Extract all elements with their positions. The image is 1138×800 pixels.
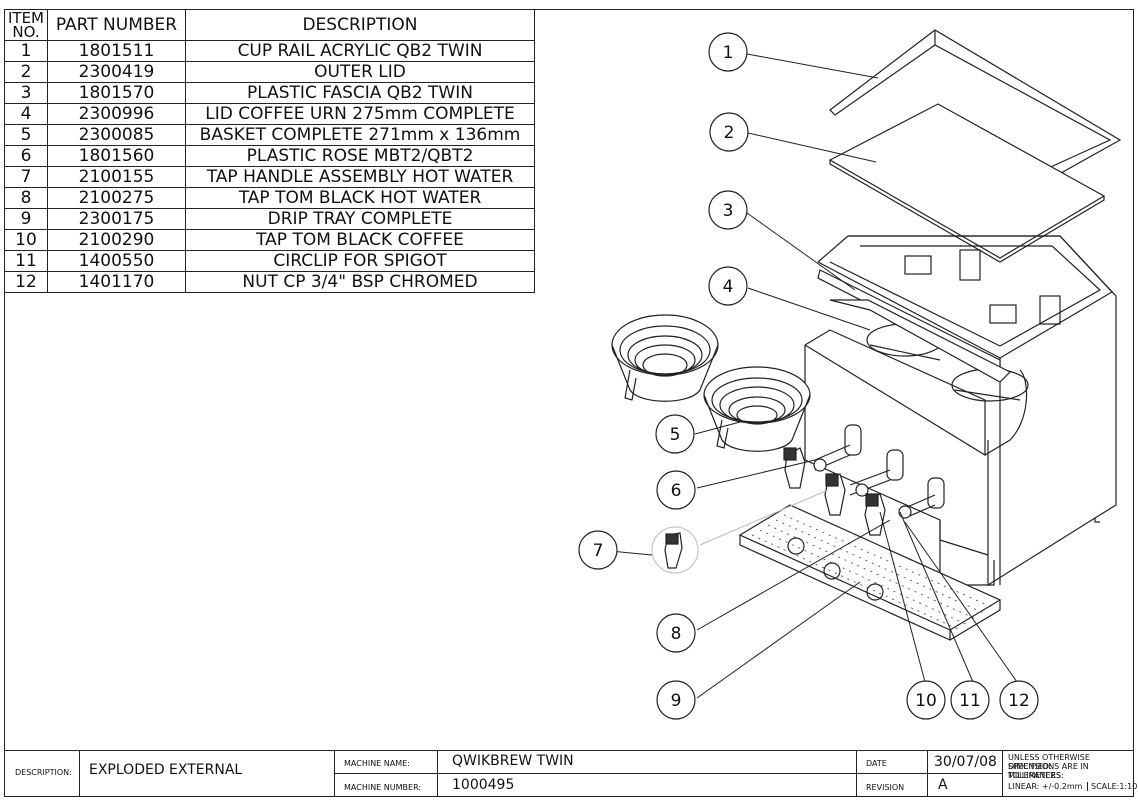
- date-value-cell: 30/07/08: [927, 750, 1003, 774]
- description-label-cell: DESCRIPTION:: [4, 750, 80, 797]
- callout-label-7: 7: [593, 541, 604, 561]
- part-number-header: PART NUMBER: [47, 9, 186, 41]
- callout-label-5: 5: [670, 425, 681, 445]
- spigot-assembly: [813, 424, 945, 519]
- part-number-cell: 1401170: [47, 271, 186, 293]
- description-cell: TAP HANDLE ASSEMBLY HOT WATER: [185, 166, 535, 188]
- revision-label: REVISION: [866, 783, 905, 792]
- item-no-cell: 12: [4, 271, 48, 293]
- callout-label-3: 3: [723, 201, 734, 221]
- item-no-header: ITEM NO.: [4, 9, 48, 41]
- part-number-cell: 1801560: [47, 145, 186, 167]
- revision-label-cell: REVISION: [856, 773, 928, 797]
- callout-8: [656, 613, 696, 653]
- callout-label-6: 6: [671, 481, 682, 501]
- item-no-cell: 11: [4, 250, 48, 272]
- callout-4: [708, 266, 748, 306]
- callout-7: [578, 530, 618, 570]
- description-cell: PLASTIC ROSE MBT2/QBT2: [185, 145, 535, 167]
- machine-name-label-cell: MACHINE NAME:: [334, 750, 438, 774]
- description-header: DESCRIPTION: [185, 9, 535, 41]
- tolerance-notes-cell: UNLESS OTHERWISE SPECIFIED: DIMENSIONS A…: [1002, 750, 1137, 797]
- description-cell: LID COFFEE URN 275mm COMPLETE: [185, 103, 535, 125]
- tap-handle-part: [651, 526, 699, 574]
- callout-label-12: 12: [1008, 691, 1030, 711]
- leader-lines: [599, 53, 1018, 699]
- description-cell: CIRCLIP FOR SPIGOT: [185, 250, 535, 272]
- outer-lid-part: [828, 103, 1106, 263]
- callout-6: [656, 470, 696, 510]
- description-label: DESCRIPTION:: [15, 768, 72, 777]
- callout-3: [708, 190, 748, 230]
- description-cell: NUT CP 3/4" BSP CHROMED: [185, 271, 535, 293]
- date-label: DATE: [866, 759, 887, 768]
- callout-balloons: [578, 32, 1039, 720]
- revision-value-cell: A: [927, 773, 1003, 797]
- callout-11: [950, 680, 990, 720]
- machine-name-label: MACHINE NAME:: [344, 759, 410, 768]
- notes-line-2: DIMENSIONS ARE IN MILLIMETERS: [1008, 762, 1089, 780]
- taps: [783, 447, 886, 536]
- notes-line-3: TOLERANCES:: [1008, 771, 1064, 780]
- callout-label-8: 8: [671, 624, 682, 644]
- callout-label-10: 10: [915, 691, 937, 711]
- description-cell: PLASTIC FASCIA QB2 TWIN: [185, 82, 535, 104]
- machine-number-label-cell: MACHINE NUMBER:: [334, 773, 438, 797]
- part-number-cell: 2100155: [47, 166, 186, 188]
- callout-label-4: 4: [723, 277, 734, 297]
- bom-header-row: ITEM NO. PART NUMBER DESCRIPTION: [4, 9, 535, 41]
- part-number-cell: 2100275: [47, 187, 186, 209]
- machine-number-value: 1000495: [452, 777, 515, 793]
- callout-label-1: 1: [723, 43, 734, 63]
- callout-1: [708, 32, 748, 72]
- revision-value: A: [938, 777, 948, 793]
- description-value-cell: EXPLODED EXTERNAL: [79, 750, 335, 797]
- baskets-part: [611, 314, 811, 452]
- callout-9: [656, 680, 696, 720]
- callout-5: [655, 414, 695, 454]
- callout-label-2: 2: [724, 123, 735, 143]
- machine-number-label: MACHINE NUMBER:: [344, 783, 422, 792]
- description-cell: CUP RAIL ACRYLIC QB2 TWIN: [185, 40, 535, 62]
- callout-label-11: 11: [959, 691, 981, 711]
- part-number-cell: 2300085: [47, 124, 186, 146]
- part-number-cell: 1801511: [47, 40, 186, 62]
- machine-name-value: QWIKBREW TWIN: [452, 753, 574, 769]
- callout-10: [906, 680, 946, 720]
- title-block: DESCRIPTION: EXPLODED EXTERNAL MACHINE N…: [4, 750, 1137, 797]
- callout-12: [999, 680, 1039, 720]
- linear-tolerance: LINEAR: +/-0.2mm: [1008, 782, 1083, 791]
- callout-2: [709, 112, 749, 152]
- date-value: 30/07/08: [934, 754, 997, 770]
- description-cell: DRIP TRAY COMPLETE: [185, 208, 535, 230]
- description-cell: OUTER LID: [185, 61, 535, 83]
- item-no-cell: 10: [4, 229, 48, 251]
- scale: SCALE:1:10: [1087, 782, 1137, 791]
- machine-number-value-cell: 1000495: [437, 773, 857, 797]
- date-label-cell: DATE: [856, 750, 928, 774]
- description-value: EXPLODED EXTERNAL: [89, 762, 243, 778]
- machine-name-value-cell: QWIKBREW TWIN: [437, 750, 857, 774]
- plastic-fascia-part: [829, 299, 1012, 383]
- notes-line-1: UNLESS OTHERWISE SPECIFIED:: [1008, 753, 1090, 771]
- description-cell: BASKET COMPLETE 271mm x 136mm: [185, 124, 535, 146]
- callout-label-9: 9: [671, 691, 682, 711]
